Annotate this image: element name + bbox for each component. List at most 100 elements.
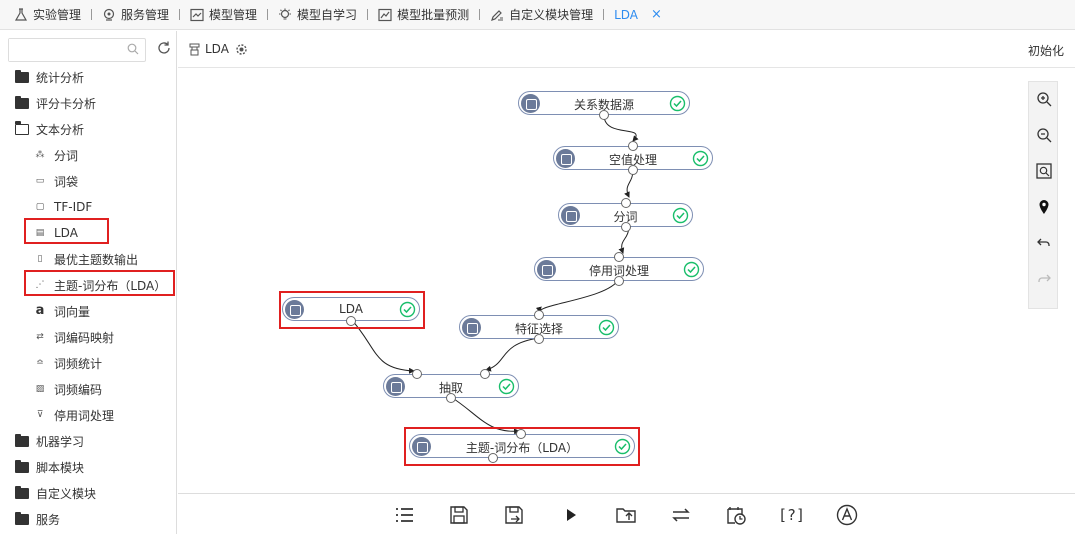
help-icon[interactable]: [?] <box>778 506 806 524</box>
tree-leaf[interactable]: ⇄词编码映射 <box>0 326 176 348</box>
edge <box>603 114 639 142</box>
input-port[interactable] <box>516 429 526 439</box>
save-as-icon[interactable] <box>503 504 525 526</box>
tree-leaf[interactable]: ⁂分词 <box>0 144 176 166</box>
success-check-icon <box>399 301 416 318</box>
search-icon[interactable] <box>127 43 139 55</box>
run-icon[interactable] <box>560 504 582 526</box>
tab-separator <box>367 9 369 20</box>
output-port[interactable] <box>599 110 609 120</box>
folder-icon <box>15 433 29 447</box>
tab-batch-predict[interactable]: 模型批量预测 <box>378 6 469 23</box>
tree-item-label: 服务 <box>36 512 61 527</box>
output-port[interactable] <box>621 222 631 232</box>
tab-custom-module[interactable]: 自定义模块管理 <box>490 6 593 23</box>
tab-label: 模型管理 <box>209 8 258 22</box>
zoom-out-icon[interactable] <box>1035 126 1053 144</box>
output-port[interactable] <box>534 334 544 344</box>
swap-icon[interactable] <box>670 504 692 526</box>
undo-icon[interactable] <box>1035 234 1053 252</box>
datasource-icon <box>521 94 540 113</box>
fit-icon[interactable] <box>1035 162 1053 180</box>
tree-folder-open[interactable]: 文本分析 <box>0 118 176 140</box>
tree-item-label: 自定义模块 <box>36 486 97 501</box>
zoom-in-icon[interactable] <box>1035 90 1053 108</box>
workflow-node[interactable]: 空值处理 <box>553 146 713 170</box>
tree-leaf[interactable]: ⊽停用词处理 <box>0 404 176 426</box>
output-port[interactable] <box>446 393 456 403</box>
export-icon[interactable] <box>615 504 637 526</box>
input-port[interactable] <box>412 369 422 379</box>
tab-service[interactable]: 服务管理 <box>102 6 169 23</box>
output-port[interactable] <box>346 316 356 326</box>
lda-icon: ▤ <box>35 228 45 238</box>
node-label: 停用词处理 <box>588 264 649 278</box>
tab-model[interactable]: 模型管理 <box>190 6 257 23</box>
highlight-box <box>404 427 640 466</box>
tree-folder[interactable]: 评分卡分析 <box>0 92 176 114</box>
tree-item-label: 词频统计 <box>54 356 103 371</box>
grid-icon: ▯ <box>37 254 43 264</box>
sidebar: 统计分析 评分卡分析 文本分析 ⁂分词 ▭词袋 ▢TF-IDF ▤ LDA ▯ 最优… <box>0 31 177 534</box>
tree-folder[interactable]: 统计分析 <box>0 66 176 88</box>
success-check-icon <box>498 378 515 395</box>
workflow-node[interactable]: 关系数据源 <box>518 91 690 115</box>
highlight-box <box>24 218 109 244</box>
tree-leaf[interactable]: ▢TF-IDF <box>0 196 176 218</box>
refresh-icon[interactable] <box>156 40 172 56</box>
tree-item-label: 最优主题数输出 <box>54 252 139 267</box>
tab-lda[interactable]: LDA × <box>614 7 662 22</box>
workflow-canvas[interactable]: 关系数据源 空值处理 分词 停用词处理 LDA 特征选择 <box>178 69 1075 493</box>
input-port[interactable] <box>534 310 544 320</box>
edge <box>450 396 520 435</box>
tree-folder[interactable]: 机器学习 <box>0 430 176 452</box>
null-handle-icon <box>556 149 575 168</box>
workflow-node[interactable]: 主题-词分布（LDA） <box>409 434 635 458</box>
redo-icon[interactable] <box>1035 270 1053 288</box>
workflow-title: LDA <box>205 42 229 56</box>
auto-layout-icon[interactable] <box>836 504 858 526</box>
node-label: 主题-词分布（LDA） <box>465 441 579 455</box>
bag-icon: ▭ <box>35 176 45 186</box>
tree-folder[interactable]: 服务 <box>0 508 176 530</box>
folder-icon <box>15 69 29 83</box>
tree-leaf[interactable]: ≏词频统计 <box>0 352 176 374</box>
list-icon[interactable] <box>393 504 415 526</box>
tree-leaf[interactable]: ▯ 最优主题数输出 <box>0 248 176 270</box>
tab-model-self-learning[interactable]: 模型自学习 <box>278 6 357 23</box>
tab-experiment[interactable]: 实验管理 <box>14 6 81 23</box>
input-port[interactable] <box>614 252 624 262</box>
tree-item-label: 评分卡分析 <box>36 96 97 111</box>
schedule-icon[interactable] <box>725 504 747 526</box>
folder-icon <box>15 511 29 525</box>
folder-icon <box>15 95 29 109</box>
output-port[interactable] <box>628 165 638 175</box>
close-icon[interactable]: × <box>651 7 662 22</box>
tree-item-label: 词向量 <box>54 304 91 319</box>
tree-item-label: 词编码映射 <box>54 330 115 345</box>
search-input[interactable] <box>9 39 119 61</box>
tree-item-label: 停用词处理 <box>54 408 115 423</box>
save-icon[interactable] <box>448 504 470 526</box>
input-port[interactable] <box>621 198 631 208</box>
node-label: 空值处理 <box>608 153 657 167</box>
tree-leaf[interactable]: ▭词袋 <box>0 170 176 192</box>
tab-separator <box>267 9 269 20</box>
input-port[interactable] <box>628 141 638 151</box>
init-button[interactable]: 初始化 <box>1027 44 1064 58</box>
output-port[interactable] <box>488 453 498 463</box>
tree-leaf[interactable]: ⋰主题-词分布（LDA） <box>0 274 176 296</box>
output-port[interactable] <box>614 276 624 286</box>
tree-item-label: LDA <box>54 226 78 240</box>
settings-icon[interactable] <box>235 43 248 56</box>
tree-leaf[interactable]: ▤ LDA <box>0 222 176 244</box>
highlight-box <box>24 270 175 296</box>
tree-folder[interactable]: 自定义模块 <box>0 482 176 504</box>
filter-icon <box>537 260 556 279</box>
input-port[interactable] <box>480 369 490 379</box>
tree-folder[interactable]: 脚本模块 <box>0 456 176 478</box>
lda-icon <box>285 300 304 319</box>
locate-icon[interactable] <box>1035 198 1053 216</box>
tree-leaf[interactable]: ▨词频编码 <box>0 378 176 400</box>
